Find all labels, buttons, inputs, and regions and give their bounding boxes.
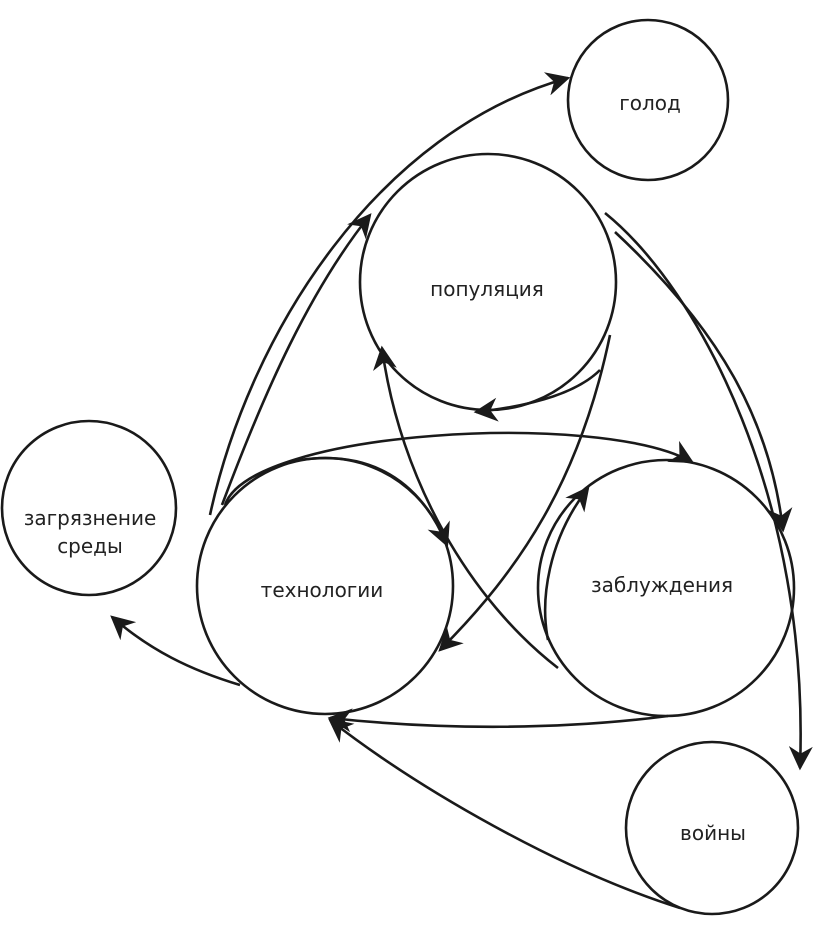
label-zagryaznenie-line2: среды <box>57 534 123 558</box>
label-populyatsiya: популяция <box>430 275 544 303</box>
circle-golod <box>566 18 730 182</box>
edge-populyatsiya-to-voyny <box>604 211 813 771</box>
edge-zabluzhdeniya-loop-left <box>543 486 590 641</box>
circle-zagryaznenie <box>0 419 178 597</box>
label-golod: голод <box>619 89 681 117</box>
label-golod-text: голод <box>619 91 681 115</box>
label-voyny: войны <box>680 819 746 847</box>
edge-populyatsiya-loop-bottom <box>473 369 601 422</box>
circle-voyny <box>624 740 800 916</box>
edge-zabluzhdeniya-to-tekhnologii <box>327 708 669 733</box>
label-voyny-text: войны <box>680 821 746 845</box>
edge-voyny-to-tekhnologii <box>328 718 681 910</box>
label-zabluzhdeniya: заблуждения <box>591 571 733 599</box>
edge-tekhnologii-to-populyatsiya-inner <box>299 456 450 548</box>
label-populyatsiya-text: популяция <box>430 277 544 301</box>
edge-tekhnologii-to-zabluzhdeniya <box>223 431 695 506</box>
edge-populyatsiya-to-tekhnologii <box>438 334 612 652</box>
label-tekhnologii: технологии <box>261 576 384 604</box>
edge-tekhnologii-to-populyatsiya <box>220 213 372 506</box>
label-tekhnologii-text: технологии <box>260 578 384 602</box>
edge-tekhnologii-to-golod <box>208 72 571 516</box>
label-zabluzhdeniya-text: заблуждения <box>590 573 734 597</box>
edge-populyatsiya-to-zabluzhdeniya <box>614 231 793 533</box>
label-zagryaznenie: загрязнение среды <box>24 504 157 560</box>
edge-tekhnologii-to-zagryaznenie <box>110 615 241 687</box>
label-zagryaznenie-line1: загрязнение <box>23 506 157 530</box>
